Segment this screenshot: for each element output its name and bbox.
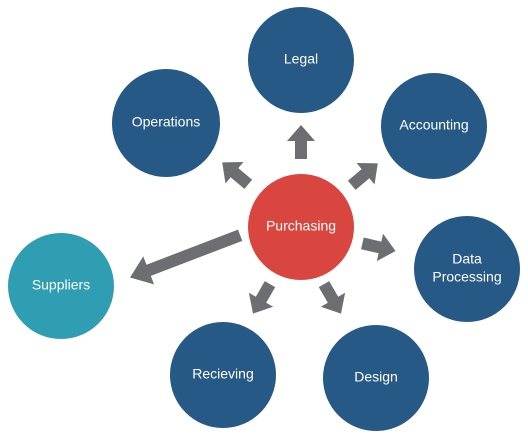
node-data-processing-circle [414,216,520,322]
node-operations: Operations [112,69,220,177]
arrow-to-operations [222,161,253,189]
node-suppliers: Suppliers [8,233,114,339]
node-accounting-circle [381,73,487,179]
arrow-to-suppliers [129,229,243,285]
node-data-processing-label-line2: Processing [432,269,501,285]
node-receiving-label: Recieving [192,366,253,382]
node-center-circle [248,174,354,280]
node-accounting: Accounting [381,73,487,179]
node-suppliers-circle [8,233,114,339]
node-design-label: Design [354,369,398,385]
arrows-group [129,125,396,314]
node-data-processing: Data Processing [414,216,520,322]
node-center-label: Purchasing [266,218,336,234]
arrow-to-legal [287,125,315,159]
node-legal-circle [248,7,354,113]
node-legal-label: Legal [284,51,318,67]
node-center-purchasing: Purchasing [248,174,354,280]
node-design: Design [323,325,429,431]
arrow-to-data-processing [361,233,396,262]
node-design-circle [323,325,429,431]
arrow-to-design [318,281,346,314]
node-operations-label: Operations [132,114,200,130]
node-suppliers-label: Suppliers [32,277,90,293]
node-accounting-label: Accounting [399,117,468,133]
node-data-processing-label-line1: Data [452,251,482,267]
node-receiving-circle [170,322,276,428]
node-operations-circle [112,69,220,177]
node-receiving: Recieving [170,322,276,428]
arrow-to-receiving [248,281,276,314]
node-legal: Legal [248,7,354,113]
arrow-to-accounting [347,162,378,190]
